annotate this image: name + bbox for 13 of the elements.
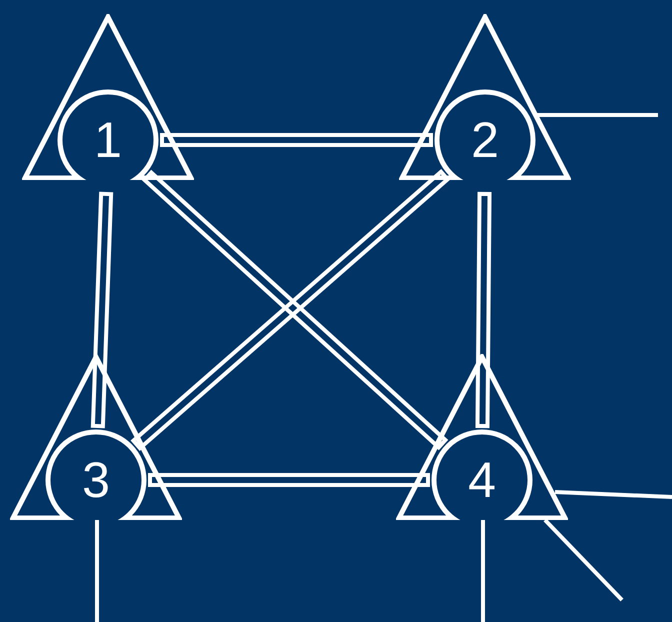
- double-line: [160, 133, 433, 147]
- node-number: 1: [94, 115, 122, 165]
- node-number: 2: [471, 115, 499, 165]
- line: [537, 113, 658, 117]
- double-line: [90, 192, 114, 428]
- line: [544, 518, 624, 602]
- node-number: 4: [468, 455, 496, 505]
- node-number: 3: [82, 455, 110, 505]
- line: [95, 520, 99, 622]
- double-line: [148, 473, 430, 487]
- line: [481, 520, 485, 622]
- line: [554, 490, 672, 499]
- double-line: [475, 192, 492, 428]
